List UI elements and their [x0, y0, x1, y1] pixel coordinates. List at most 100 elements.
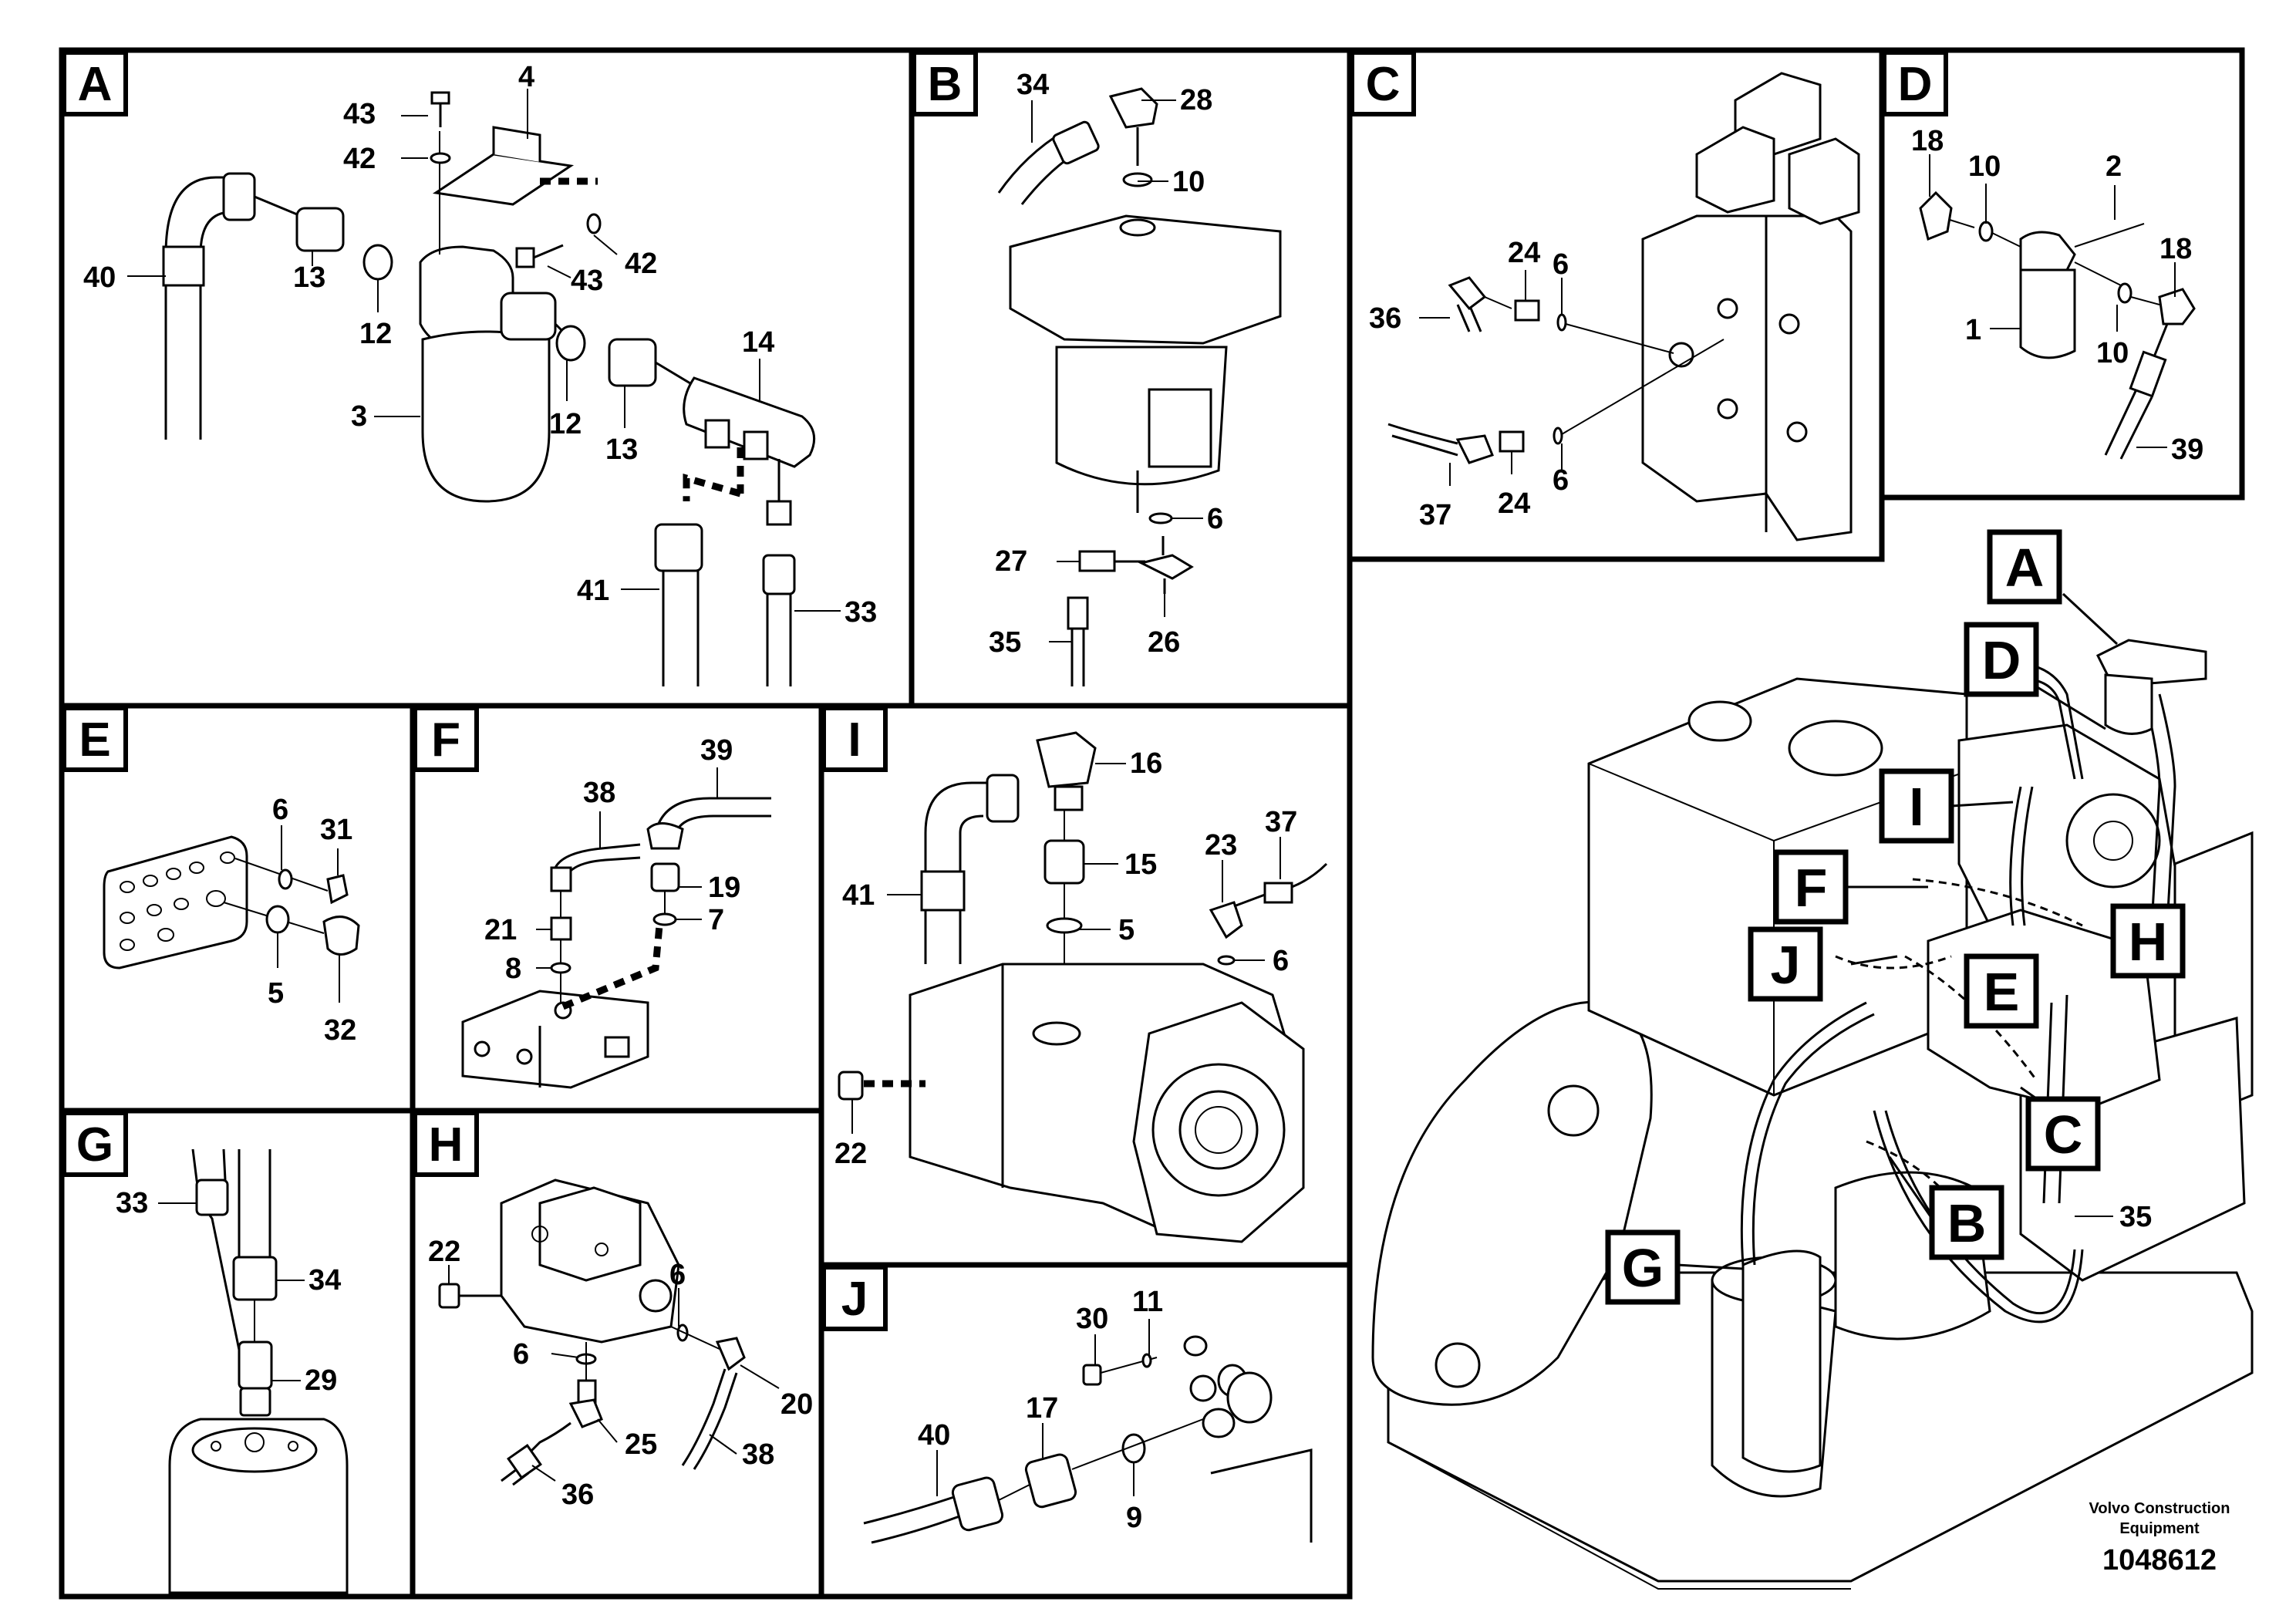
callout-4: 4	[518, 61, 534, 93]
panel-c-drawing	[1387, 72, 1860, 541]
overview-drawing	[1371, 592, 2254, 1590]
svg-text:D: D	[1982, 630, 2021, 690]
panel-f-leaders	[536, 767, 718, 969]
callout-6: 6	[1207, 503, 1223, 535]
callout-34: 34	[308, 1264, 341, 1297]
panel-f-callouts: 38 39 19 21 7 8	[484, 734, 740, 985]
overview-tag-J: J	[1748, 926, 1823, 1002]
panel-a-drawing	[162, 91, 816, 686]
brand-line-2: Equipment	[2119, 1520, 2200, 1537]
panel-e-callouts: 6 31 5 32	[268, 794, 356, 1047]
panel-tag-H: H	[413, 1111, 479, 1177]
callout-6: 6	[1553, 248, 1569, 281]
svg-text:E: E	[79, 713, 110, 767]
callout-10: 10	[1968, 150, 2001, 183]
callout-21: 21	[484, 914, 517, 946]
callout-8: 8	[505, 953, 521, 985]
callout-11: 11	[1132, 1286, 1163, 1318]
callout-13: 13	[293, 261, 325, 294]
panel-tag-I: I	[821, 706, 888, 772]
callout-18b: 18	[2159, 233, 2192, 265]
callout-41: 41	[842, 879, 875, 912]
panel-e-drawing	[103, 835, 360, 969]
callout-42b: 42	[625, 248, 657, 280]
panel-tag-E: E	[62, 706, 128, 772]
callout-30: 30	[1076, 1303, 1108, 1335]
callout-38: 38	[742, 1438, 774, 1471]
panel-g-leaders	[158, 1202, 305, 1381]
svg-text:J: J	[1771, 935, 1801, 995]
callout-34: 34	[1017, 69, 1049, 101]
callout-37: 37	[1265, 806, 1297, 838]
svg-text:A: A	[2005, 538, 2045, 598]
drawing-number: 1048612	[2102, 1544, 2217, 1576]
callout-39: 39	[2171, 433, 2203, 466]
callout-41: 41	[577, 575, 609, 607]
svg-text:G: G	[76, 1118, 113, 1172]
svg-text:C: C	[1366, 58, 1401, 111]
callout-7: 7	[708, 904, 724, 936]
callout-37: 37	[1419, 499, 1451, 531]
overview-tag-B: B	[1929, 1185, 2004, 1260]
callout-19: 19	[708, 872, 740, 904]
callout-40: 40	[918, 1419, 950, 1452]
callout-5: 5	[268, 977, 284, 1010]
callout-27: 27	[995, 545, 1027, 578]
panel-frames	[59, 47, 2245, 1600]
callout-9: 9	[1126, 1502, 1142, 1534]
svg-text:D: D	[1898, 58, 1933, 111]
overview-tag-E: E	[1964, 953, 2039, 1029]
callout-6b: 6	[1553, 464, 1569, 497]
svg-text:I: I	[848, 713, 861, 767]
overview-tag-A: A	[1987, 529, 2062, 605]
callout-42: 42	[343, 143, 376, 175]
callout-29: 29	[305, 1364, 337, 1397]
panel-d-callouts: 18 10 2 18 1 10 39	[1911, 125, 2203, 466]
brand-line-1: Volvo Construction	[2089, 1500, 2230, 1517]
callout-31: 31	[320, 814, 352, 846]
panel-b-drawing	[997, 87, 1282, 686]
callout-25: 25	[625, 1428, 657, 1461]
callout-26: 26	[1148, 626, 1180, 659]
overview-tag-H: H	[2110, 903, 2186, 979]
panel-g-callouts: 33 34 29	[116, 1187, 341, 1397]
callout-12b: 12	[549, 408, 582, 440]
callout-38: 38	[583, 777, 615, 809]
panel-i-drawing	[838, 731, 1328, 1243]
callout-28: 28	[1180, 84, 1212, 116]
panel-d-drawing	[1919, 191, 2196, 460]
panel-g-drawing	[168, 1148, 349, 1594]
panel-tag-A: A	[62, 50, 128, 116]
panel-tag-B: B	[912, 50, 978, 116]
svg-text:H: H	[429, 1118, 464, 1172]
callout-36: 36	[561, 1479, 594, 1511]
svg-text:H: H	[2129, 912, 2168, 972]
panel-j-callouts: 30 11 17 40 9	[918, 1286, 1163, 1534]
panel-e-leaders	[277, 825, 340, 1003]
callout-12: 12	[359, 318, 392, 350]
svg-text:F: F	[431, 713, 460, 767]
callout-2: 2	[2106, 150, 2122, 183]
panel-i-callouts: 16 15 41 5 23 37 6 22	[834, 747, 1297, 1170]
callout-23: 23	[1205, 829, 1237, 862]
callout-22: 22	[834, 1138, 867, 1170]
svg-text:G: G	[1622, 1238, 1664, 1298]
panel-c-leaders	[1419, 270, 1563, 486]
svg-text:I: I	[1909, 777, 1923, 837]
callout-33: 33	[845, 596, 877, 629]
callout-22: 22	[428, 1236, 460, 1268]
callout-40: 40	[83, 261, 116, 294]
panel-a-callouts: 43 4 42 40 13 12 43 42 3 12 13 14 41 33	[83, 61, 877, 629]
overview-tag-D: D	[1964, 622, 2039, 697]
callout-6: 6	[272, 794, 288, 826]
callout-15: 15	[1124, 848, 1157, 881]
panel-h-drawing	[438, 1179, 746, 1486]
svg-text:A: A	[78, 58, 113, 111]
svg-text:J: J	[841, 1273, 868, 1326]
callout-1: 1	[1965, 314, 1981, 346]
panel-d-leaders	[1929, 154, 2176, 448]
panel-j-leaders	[936, 1319, 1150, 1496]
svg-text:B: B	[1947, 1193, 1987, 1253]
overview-callout-35: 35	[2119, 1201, 2152, 1233]
overview-tag-C: C	[2025, 1096, 2101, 1172]
